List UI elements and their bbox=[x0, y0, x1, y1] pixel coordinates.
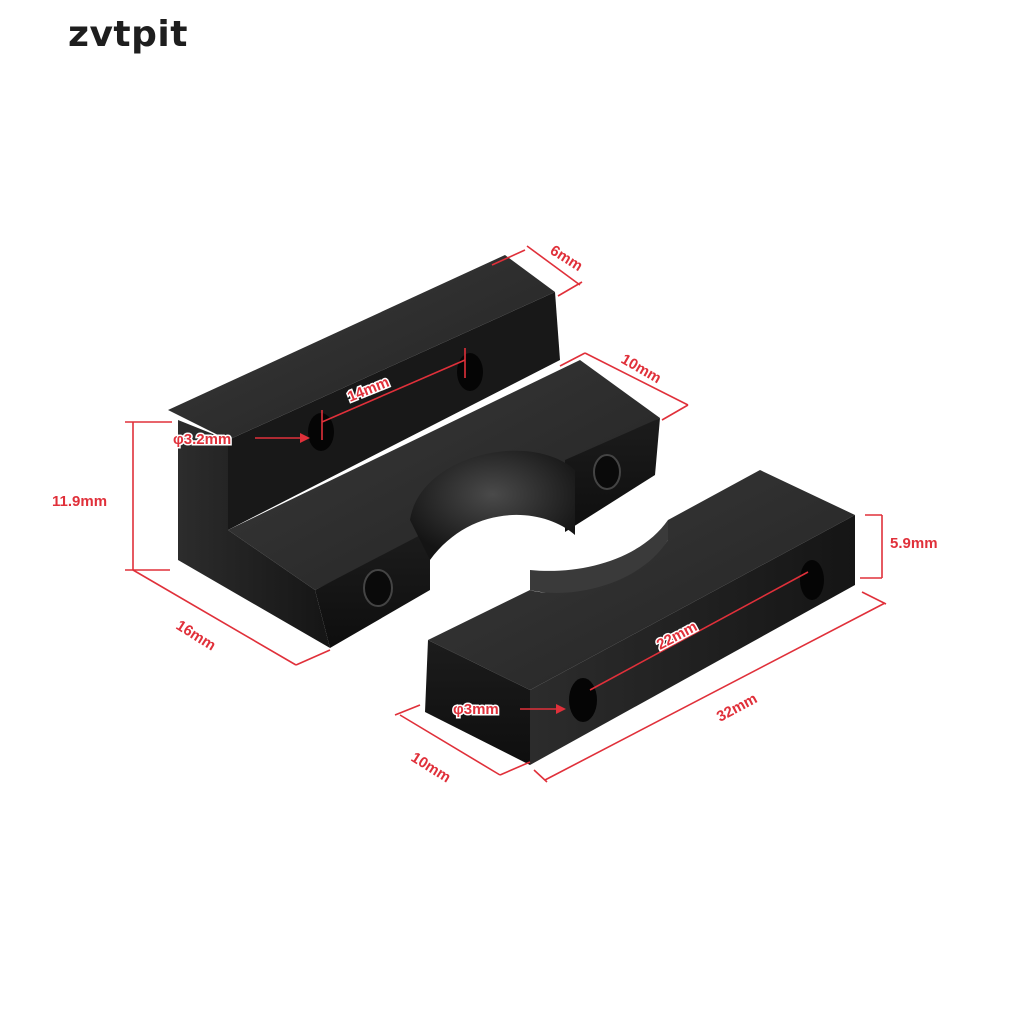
upper-bore-cutout bbox=[410, 450, 575, 560]
label-upper-height: 11.9mm bbox=[52, 493, 107, 510]
label-lower-height: 5.9mm bbox=[890, 535, 938, 552]
upper-wall-front-face bbox=[178, 420, 330, 648]
dimension-lines bbox=[125, 245, 887, 783]
watermark-text: zvtpit bbox=[68, 14, 188, 55]
upper-threaded-hole-right bbox=[593, 454, 621, 490]
label-lower-length: 32mm bbox=[714, 690, 760, 725]
label-upper-width: 16mm bbox=[173, 617, 219, 654]
upper-wall-top-face bbox=[168, 255, 555, 440]
lower-side-face bbox=[530, 515, 855, 765]
upper-hole-left bbox=[308, 413, 334, 451]
label-lower-depth: 10mm bbox=[408, 749, 454, 786]
lower-top-face bbox=[428, 470, 855, 690]
label-upper-hole-diameter: φ3.2mm bbox=[173, 431, 231, 448]
upper-threaded-hole-left bbox=[363, 569, 393, 607]
lower-bore-cutout bbox=[530, 520, 668, 593]
upper-wall-inner-face bbox=[228, 292, 560, 530]
lower-front-face bbox=[425, 640, 530, 765]
upper-bracket bbox=[168, 255, 660, 648]
lower-hole-right bbox=[800, 560, 824, 600]
upper-hole-right bbox=[457, 353, 483, 391]
lower-bracket bbox=[425, 470, 855, 765]
lower-hole-left bbox=[569, 678, 597, 722]
label-lower-hole-diameter: φ3mm bbox=[453, 701, 499, 718]
label-upper-depth-top: 6mm bbox=[547, 242, 586, 275]
